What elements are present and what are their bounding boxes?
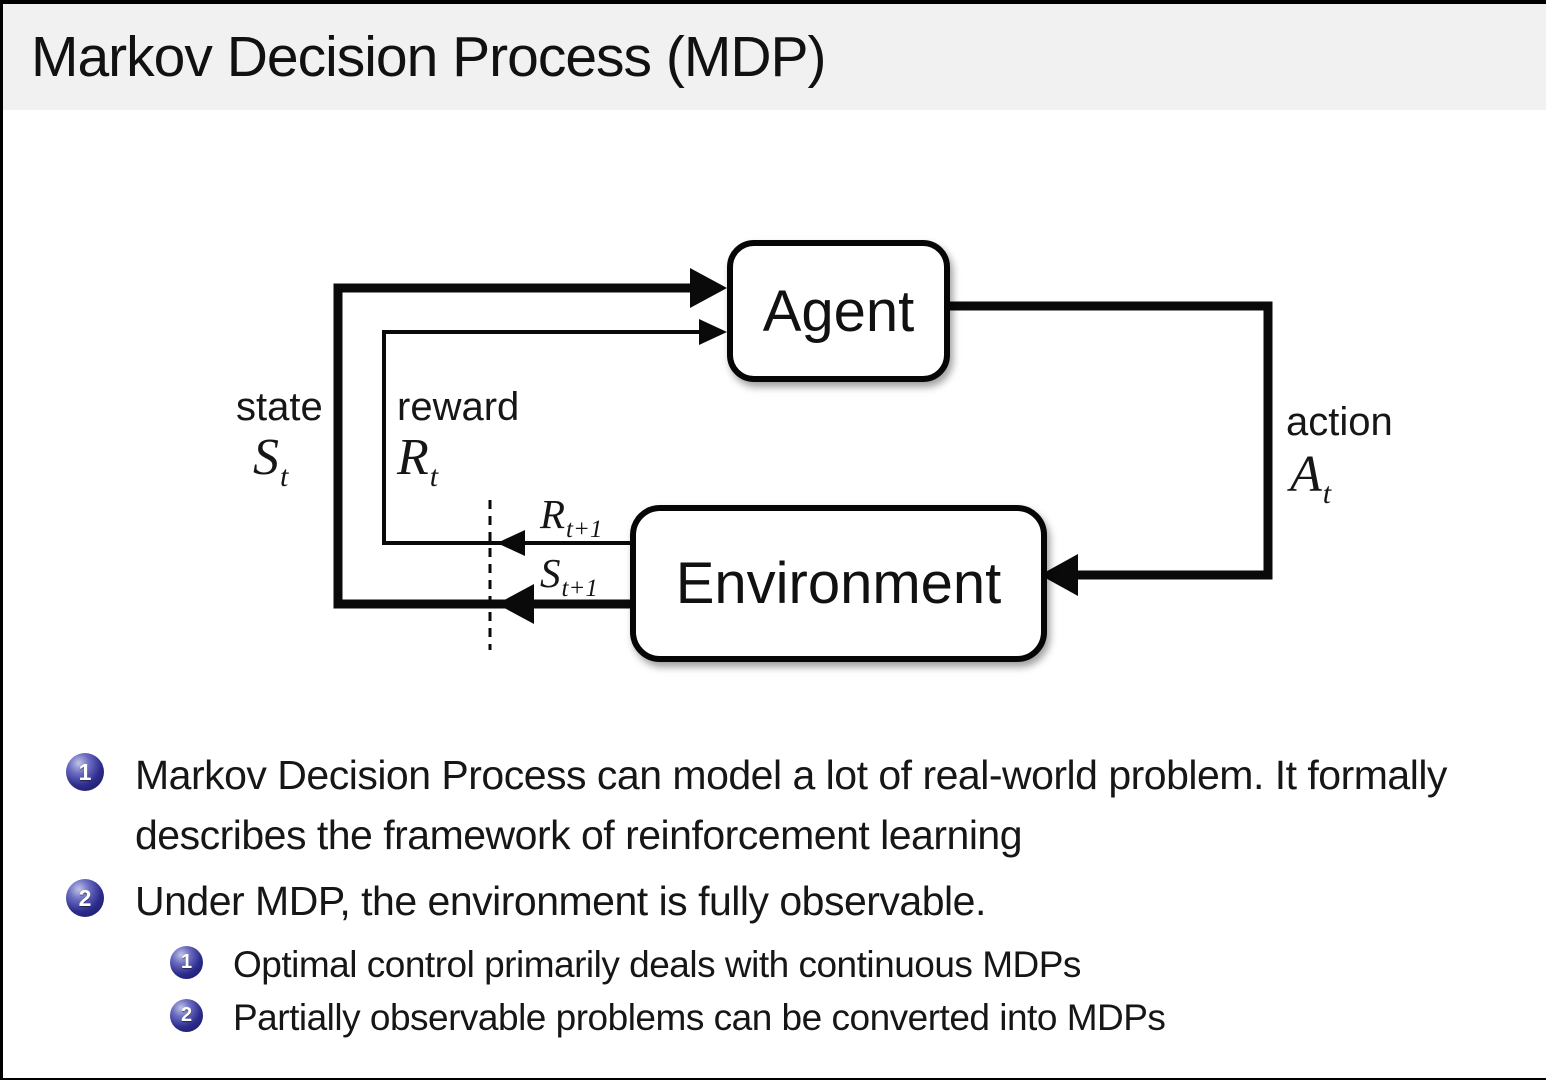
- page-title: Markov Decision Process (MDP): [31, 25, 826, 89]
- action-label: action: [1286, 400, 1393, 444]
- bullet-number-ball-2: 2: [66, 879, 104, 917]
- left-border: [0, 0, 3, 1080]
- next-state-symbol: St+1: [540, 550, 598, 602]
- bullet-text-1: Markov Decision Process can model a lot …: [135, 752, 1447, 858]
- bullet-number-ball-1: 1: [66, 753, 104, 791]
- sub-bullet-text-2: Partially observable problems can be con…: [233, 997, 1166, 1038]
- state-label: state: [236, 385, 323, 429]
- environment-label: Environment: [675, 551, 1002, 616]
- reward-label: reward: [397, 385, 520, 429]
- state-symbol: St: [253, 429, 289, 493]
- sub-bullet-item-2: 2 Partially observable problems can be c…: [170, 992, 1473, 1044]
- next-state-arrowhead-icon: [497, 584, 534, 624]
- sub-bullet-number-ball-1: 1: [170, 946, 203, 979]
- reward-arrowhead-into-agent-icon: [699, 319, 727, 345]
- reward-symbol: Rt: [397, 429, 439, 493]
- state-loop-line: [333, 283, 700, 609]
- bullet-item-1: 1 Markov Decision Process can model a lo…: [66, 745, 1535, 865]
- state-arrowhead-into-agent-icon: [690, 268, 727, 308]
- action-symbol: At: [1290, 446, 1332, 510]
- agent-label: Agent: [762, 278, 915, 344]
- next-reward-arrowhead-icon: [497, 530, 525, 556]
- sub-bullet-number-ball-2: 2: [170, 999, 203, 1032]
- agent-box: Agent: [727, 240, 950, 382]
- top-border: [0, 0, 1546, 4]
- next-reward-symbol: Rt+1: [540, 491, 603, 543]
- title-bar: Markov Decision Process (MDP): [3, 4, 1546, 110]
- action-arrowhead-into-environment-icon: [1040, 554, 1078, 596]
- bullet-item-2: 2 Under MDP, the environment is fully ob…: [66, 871, 1535, 931]
- sub-bullet-text-1: Optimal control primarily deals with con…: [233, 944, 1081, 985]
- bottom-border: [0, 1078, 1546, 1080]
- environment-box: Environment: [630, 505, 1047, 662]
- sub-bullet-item-1: 1 Optimal control primarily deals with c…: [170, 939, 1473, 991]
- action-loop-line: [938, 301, 1273, 580]
- bullet-text-2: Under MDP, the environment is fully obse…: [135, 878, 986, 924]
